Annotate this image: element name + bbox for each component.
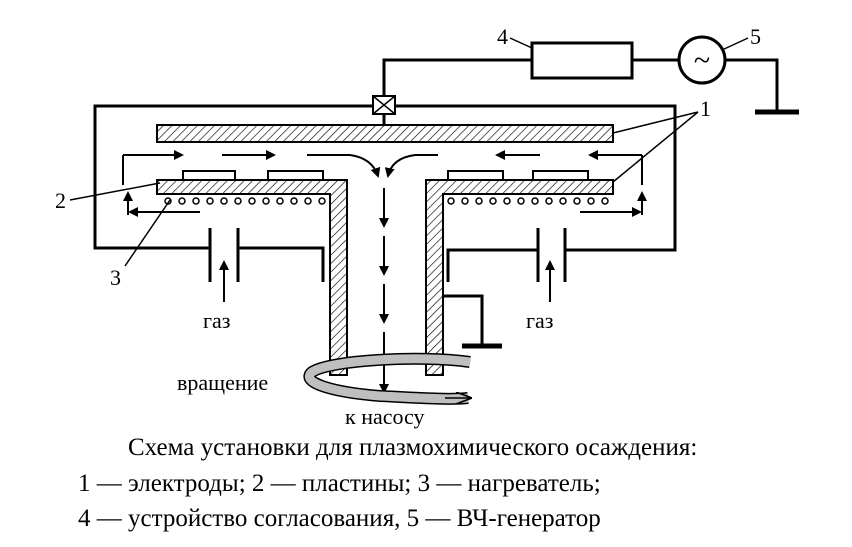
gas-label-right: газ [526,308,553,333]
matching-unit [530,41,634,80]
wafer [447,170,504,181]
label-3: 3 [110,265,121,290]
label-1: 1 [700,96,711,121]
lower-electrode-left [156,179,348,376]
label-4: 4 [497,24,508,49]
lower-electrode-right [425,179,614,376]
caption-legend-line: 4 — устройство согласования, 5 — ВЧ-гене… [78,505,601,532]
rotation-indicator [303,352,470,405]
leader-lines [69,37,749,267]
caption-legend-line: 1 — электроды; 2 — пластины; 3 — нагрева… [78,470,601,497]
label-2: 2 [55,188,66,213]
lower-ground-wire [443,294,484,345]
to-pump-label: к насосу [345,404,425,429]
gas-inlet-left [208,228,325,282]
gas-label-left: газ [203,308,230,333]
caption-title: Схема установки для плазмохимического ос… [128,434,698,461]
heater [164,197,609,205]
wafer [182,170,236,181]
gas-flow-arrows [122,150,647,394]
generator-ground-wire [725,58,779,111]
generator-symbol: ~ [694,44,710,77]
wafer [267,170,324,181]
gas-inlet-right [446,228,567,282]
top-electrode [156,124,614,143]
wafer [532,170,589,181]
gas-inflow-arrows [219,260,555,302]
label-5: 5 [750,24,761,49]
rotation-label: вращение [177,370,268,395]
rf-wire [382,58,532,96]
